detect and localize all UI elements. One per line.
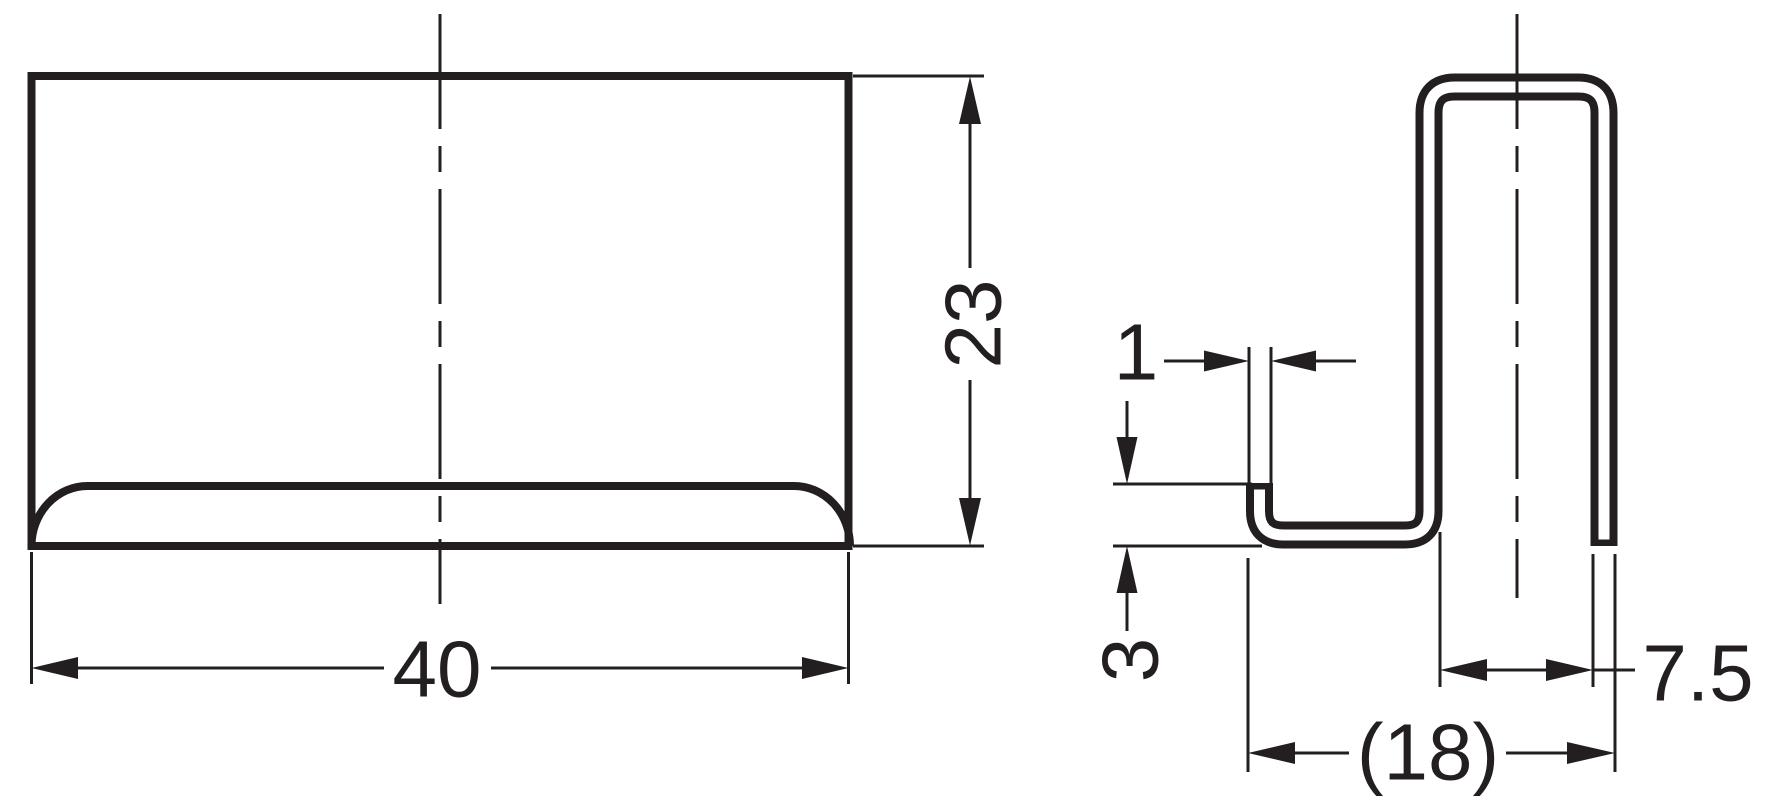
dimension-height-23: 23 xyxy=(853,74,1018,548)
side-profile-view xyxy=(1246,14,1618,598)
dim-40-label: 40 xyxy=(393,625,482,714)
dim-18-arrow-right xyxy=(1567,742,1615,764)
front-view-hem-line xyxy=(27,482,854,547)
dim-18-label: (18) xyxy=(1357,708,1499,797)
dim-3-arrow-top xyxy=(1116,437,1138,484)
dim-23-arrow-bottom xyxy=(959,498,981,546)
dimension-channel-7p5: 7.5 xyxy=(1438,532,1754,718)
dim-75-arrow-right xyxy=(1546,659,1593,681)
side-profile-material-inner xyxy=(1254,81,1610,541)
dimension-hem-3: 3 xyxy=(1086,401,1262,683)
dimension-depth-18: (18) xyxy=(1246,554,1617,797)
dim-23-label: 23 xyxy=(929,280,1018,369)
front-view xyxy=(27,14,854,604)
dim-40-arrow-left xyxy=(31,657,78,679)
dim-40-arrow-right xyxy=(802,657,849,679)
dim-3-arrow-bottom xyxy=(1116,546,1138,593)
dim-1-arrow-right xyxy=(1271,350,1316,372)
dim-75-arrow-left xyxy=(1440,659,1487,681)
dim-3-label: 3 xyxy=(1086,638,1175,683)
dim-1-arrow-left xyxy=(1204,350,1249,372)
dim-75-label: 7.5 xyxy=(1642,629,1753,718)
dimension-width-40: 40 xyxy=(30,552,850,714)
dim-1-label: 1 xyxy=(1114,308,1159,397)
dim-18-arrow-left xyxy=(1248,742,1295,764)
dim-23-arrow-top xyxy=(959,76,981,124)
dimension-thickness-1: 1 xyxy=(1114,308,1356,489)
